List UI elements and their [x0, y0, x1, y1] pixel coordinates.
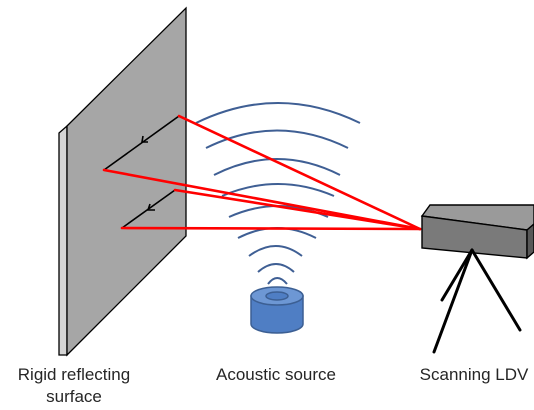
ldv-icon — [420, 204, 534, 260]
arrow-head-icon — [141, 135, 148, 143]
arrow-head-icon — [146, 203, 155, 211]
scan-line-upper — [103, 115, 180, 171]
label-acoustic-source: Acoustic source — [216, 365, 336, 384]
tripod-icon — [432, 248, 522, 354]
laser-beams — [102, 114, 422, 231]
wave-arc-3 — [213, 158, 341, 176]
speaker-icon — [250, 286, 304, 334]
speaker-body — [250, 295, 304, 334]
wall-side-face — [58, 124, 68, 356]
tripod-leg-right — [470, 248, 522, 332]
laser-beam-3 — [173, 188, 422, 231]
wave-arc-9 — [267, 277, 288, 285]
wave-arc-8 — [257, 263, 295, 273]
ldv-side-face — [526, 223, 534, 260]
tripod-leg-left — [432, 248, 474, 354]
laser-beam-1 — [177, 114, 422, 231]
wall-front-face — [66, 6, 187, 357]
wave-arc-1 — [195, 102, 361, 124]
speaker-cone — [265, 291, 289, 301]
wave-arc-2 — [205, 129, 349, 149]
rigid-wall — [58, 6, 187, 357]
label-rigid-reflecting-surface: Rigid reflecting surface — [17, 365, 131, 406]
tripod-leg-back — [440, 248, 474, 302]
acoustic-waves — [195, 102, 361, 285]
scan-path — [103, 115, 180, 229]
laser-beam-2 — [102, 168, 422, 231]
label-scanning-ldv: Scanning LDV — [419, 365, 529, 384]
wave-arc-4 — [221, 183, 335, 197]
laser-beam-4 — [120, 226, 422, 231]
wave-arc-7 — [248, 245, 303, 257]
